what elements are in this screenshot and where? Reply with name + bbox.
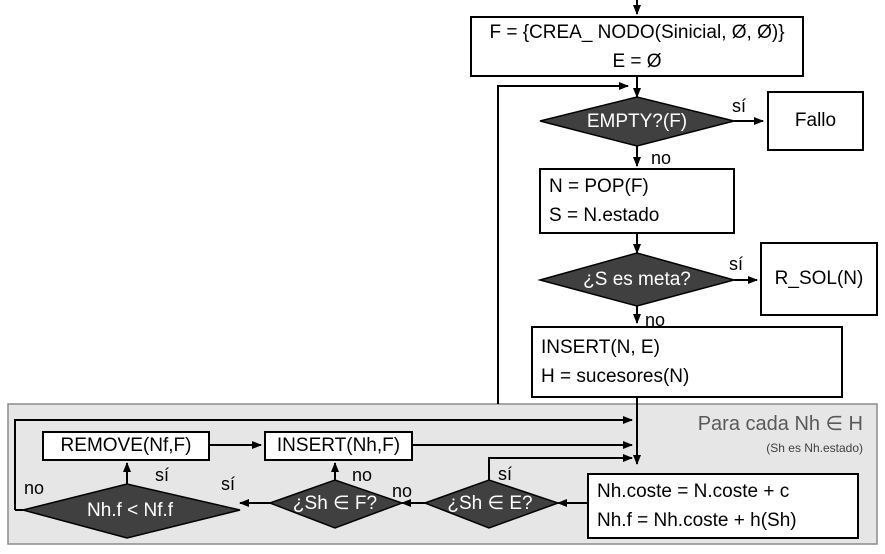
goal-decision-text: ¿S es meta? (583, 268, 691, 290)
in-e-no-label: no (392, 481, 413, 501)
pop-line-2: S = N.estado (549, 205, 660, 226)
in-f-yes-label: no (352, 465, 373, 485)
empty-decision-text: EMPTY?(F) (586, 110, 688, 132)
insert-h-text: INSERT(Nh,F) (276, 435, 401, 456)
compare-decision-text: Nh.f < Nf.f (86, 499, 174, 521)
insert-box: INSERT(N, E) H = sucesores(N) (531, 326, 843, 398)
pop-box: N = POP(F) S = N.estado (539, 168, 735, 234)
pop-line-1: N = POP(F) (549, 176, 649, 197)
goal-no-label: no (645, 310, 666, 330)
empty-decision-shape (539, 96, 735, 147)
empty-no-label: no (651, 148, 672, 168)
cost-line-2: Nh.f = Nh.coste + h(Sh) (597, 510, 797, 531)
insert-h-box: INSERT(Nh,F) (264, 431, 413, 461)
fail-box: Fallo (767, 91, 864, 151)
in-f-no-label: sí (221, 474, 236, 494)
remove-box: REMOVE(Nf,F) (42, 431, 210, 461)
remove-text: REMOVE(Nf,F) (60, 435, 192, 456)
insert-line-2: H = sucesores(N) (541, 366, 690, 387)
goal-decision-shape (537, 252, 737, 307)
compare-no-label: no (24, 478, 45, 498)
in-e-yes-label: sí (498, 464, 513, 484)
goal-yes-label: sí (729, 254, 744, 274)
cost-line-1: Nh.coste = N.coste + c (597, 481, 790, 502)
in-e-decision-text: ¿Sh ∈ E? (447, 493, 533, 514)
solution-box: R_SOL(N) (760, 242, 878, 316)
in-e-decision-shape (422, 479, 561, 529)
in-f-decision-shape (267, 479, 405, 529)
fail-text: Fallo (794, 110, 837, 131)
cost-box: Nh.coste = N.coste + c Nh.f = Nh.coste +… (587, 473, 859, 539)
loop-note: (Sh es Nh.estado) (766, 441, 863, 455)
compare-yes-label: sí (155, 465, 170, 485)
in-f-decision-text: ¿Sh ∈ F? (292, 493, 378, 514)
loop-title: Para cada Nh ∈ H (697, 413, 863, 435)
compare-decision-shape (20, 483, 241, 539)
init-box: F = {CREA_ NODO(Sinicial, Ø, Ø)} E = Ø (470, 16, 804, 77)
init-line-1: F = {CREA_ NODO(Sinicial, Ø, Ø)} (489, 21, 785, 43)
solution-text: R_SOL(N) (774, 268, 864, 289)
empty-yes-label: sí (732, 96, 747, 116)
init-line-2: E = Ø (612, 50, 662, 72)
insert-line-1: INSERT(N, E) (541, 337, 660, 358)
